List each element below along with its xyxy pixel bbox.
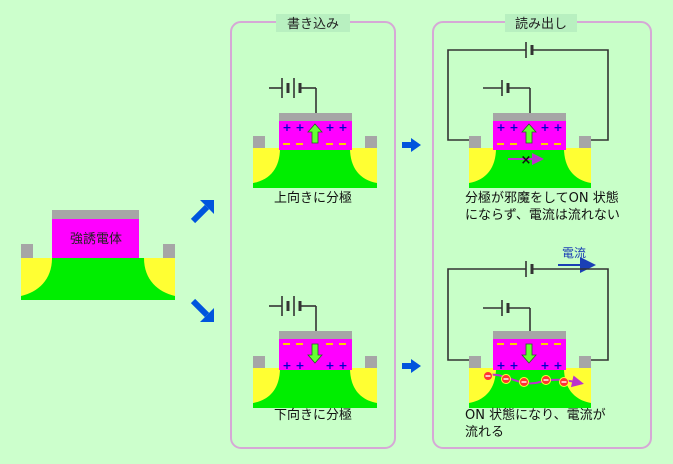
plus-charge: +: [509, 359, 518, 372]
read-off-drain-electrode: [579, 136, 591, 148]
read-on-plus-charges: + + + +: [496, 359, 562, 372]
electron-flow: [483, 371, 584, 388]
read-panel: 読み出し + +: [432, 14, 652, 449]
initial-gate-electrode: [52, 210, 139, 219]
process-arrow-right-bottom: [402, 359, 421, 373]
initial-transistor: 強誘電体: [21, 210, 175, 300]
write-panel-title: 書き込み: [287, 17, 339, 32]
write-up-transistor: + + + + 上向きに分極: [253, 78, 377, 206]
read-panel-title: 読み出し: [515, 16, 567, 32]
polarization-down-arrow-icon: [521, 343, 537, 364]
plus-charge: +: [540, 121, 549, 134]
process-arrow-right-top: [402, 138, 421, 152]
write-down-source-electrode: [253, 356, 265, 368]
read-off-source-electrode: [469, 136, 481, 148]
plus-charge: +: [338, 359, 347, 372]
read-on-source-electrode: [469, 356, 481, 368]
read-off-plus-charges: + + + +: [496, 121, 562, 134]
initial-source-electrode: [21, 244, 33, 258]
read-on-minus-charges: [497, 343, 561, 345]
read-on-drain-electrode: [579, 356, 591, 368]
write-panel: 書き込み + + + +: [230, 14, 396, 449]
current-label: 電流: [562, 246, 586, 260]
write-up-plus-charges: + + + +: [282, 121, 347, 134]
read-on-caption-line1: ON 状態になり、電流が: [465, 407, 606, 423]
plus-charge: +: [553, 121, 562, 134]
battery-icon: [483, 300, 531, 331]
write-up-source-electrode: [253, 136, 265, 148]
plus-charge: +: [282, 121, 291, 134]
electron-icon: [501, 374, 511, 384]
plus-charge: +: [540, 359, 549, 372]
electron-icon: [519, 377, 529, 387]
block-mark-icon: ×: [521, 153, 532, 168]
initial-substrate: [21, 258, 175, 300]
battery-icon: [269, 78, 317, 113]
read-off-caption-line2: にならず、電流は流れない: [465, 208, 620, 223]
plus-charge: +: [295, 359, 304, 372]
outer-circuit: [447, 42, 609, 141]
read-off-gate: [493, 113, 566, 121]
battery-icon: [269, 296, 317, 331]
read-panel-title-bg: [505, 14, 577, 32]
write-up-gate: [279, 113, 352, 121]
polarization-down-arrow-icon: [307, 343, 323, 364]
initial-ferro-label: 強誘電体: [70, 232, 122, 247]
write-down-gate: [279, 331, 352, 339]
plus-charge: +: [496, 121, 505, 134]
read-on-transistor: 電流: [447, 246, 609, 440]
write-panel-title-bg: [276, 14, 350, 32]
write-up-minus-charges: [283, 143, 346, 145]
polarization-up-arrow-icon: [307, 123, 323, 144]
plus-charge: +: [325, 359, 334, 372]
plus-charge: +: [553, 359, 562, 372]
read-off-caption-line1: 分極が邪魔をしてON 状態: [465, 190, 619, 206]
outer-circuit: [447, 261, 609, 361]
write-down-drain-electrode: [365, 356, 377, 368]
initial-drain-electrode: [163, 244, 175, 258]
plus-charge: +: [295, 121, 304, 134]
write-down-caption: 下向きに分極: [274, 407, 352, 423]
plus-charge: +: [325, 121, 334, 134]
process-arrow-down: [190, 298, 214, 322]
read-on-gate: [493, 331, 566, 339]
plus-charge: +: [338, 121, 347, 134]
write-down-plus-charges: + + + +: [282, 359, 347, 372]
battery-icon: [483, 80, 531, 113]
initial-ferroelectric-layer: [52, 218, 139, 258]
process-arrow-up: [190, 200, 214, 224]
write-up-drain-electrode: [365, 136, 377, 148]
plus-charge: +: [496, 359, 505, 372]
plus-charge: +: [282, 359, 291, 372]
polarization-up-arrow-icon: [521, 123, 537, 144]
read-off-transistor: + + + + × 分極が邪魔をしてON 状態 にならず、電流は流れない: [447, 42, 620, 223]
read-off-minus-charges: [497, 143, 561, 145]
electron-icon: [483, 371, 493, 381]
write-down-transistor: + + + + 下向きに分極: [253, 296, 377, 423]
plus-charge: +: [509, 121, 518, 134]
electron-icon: [541, 375, 551, 385]
write-up-caption: 上向きに分極: [274, 190, 352, 206]
write-down-minus-charges: [283, 343, 346, 345]
electron-icon: [559, 377, 569, 387]
read-on-caption-line2: 流れる: [465, 425, 504, 440]
